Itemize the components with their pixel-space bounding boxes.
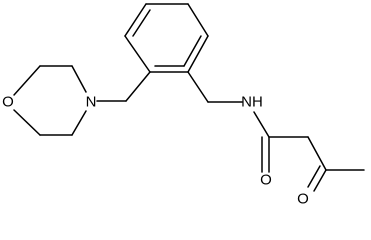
morpholine-ring — [13, 65, 87, 136]
chemical-structure: O N NH O O — [2, 3, 365, 208]
atom-nitrogen-amide: NH — [241, 94, 263, 111]
bond-benzene-5 — [187, 35, 209, 73]
bond-ketone-co-2 — [307, 165, 321, 188]
bond-ring-n-bottom — [71, 110, 87, 136]
bond-benzene-double-2 — [183, 35, 202, 67]
bond-ch2-ketone — [307, 136, 327, 171]
bond-benzene-1 — [124, 35, 151, 73]
atom-oxygen-ketone: O — [297, 191, 309, 208]
atom-oxygen-morpholine: O — [2, 94, 14, 111]
atom-nitrogen-morpholine: N — [86, 94, 97, 111]
bond-ring-o-top — [13, 65, 41, 96]
bond-ch2-ring — [125, 71, 151, 102]
bond-ring-bottom-o — [13, 109, 41, 136]
bond-ring-top-n — [71, 65, 87, 93]
atom-oxygen-amide: O — [260, 172, 272, 189]
bond-ketone-co-1 — [313, 169, 327, 192]
bond-nh-carbonyl — [253, 111, 270, 138]
bond-benzene-double-1 — [132, 9, 151, 37]
bond-ring-ch2-right — [187, 71, 209, 103]
benzene-ring — [124, 3, 209, 73]
bond-benzene-2 — [124, 3, 147, 37]
bond-benzene-4 — [187, 3, 209, 37]
